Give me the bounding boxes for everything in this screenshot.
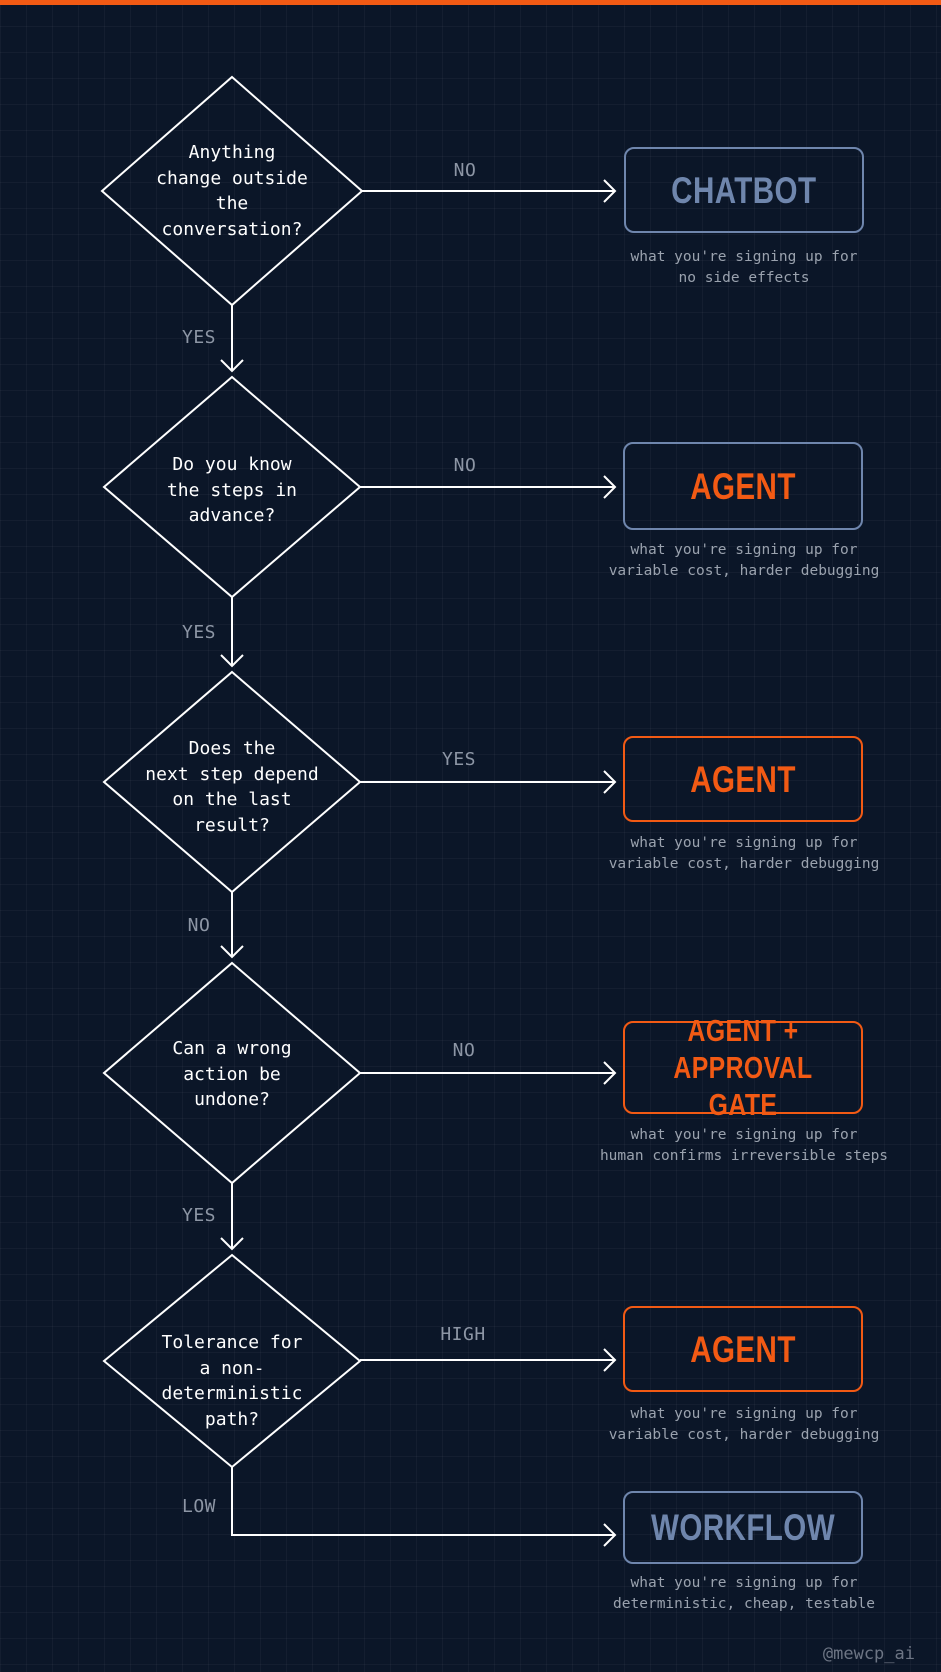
outcome-label-agent-approval-gate: AGENT + APPROVAL GATE [673, 1013, 813, 1122]
caption-title: what you're signing up for [630, 542, 858, 558]
caption-agent-1: what you're signing up for variable cost… [584, 540, 904, 582]
caption-detail: deterministic, cheap, testable [613, 1596, 875, 1612]
caption-detail: variable cost, harder debugging [608, 563, 880, 579]
caption-detail: human confirms irreversible steps [599, 1148, 889, 1164]
caption-title: what you're signing up for [630, 1406, 858, 1422]
watermark: @mewcp_ai [822, 1644, 915, 1664]
down-label-1: YES [181, 327, 216, 348]
down-arrowhead-1 [220, 359, 244, 373]
down-label-2: YES [181, 622, 216, 643]
outcome-box-workflow: WORKFLOW [623, 1491, 863, 1564]
branch-label-4: NO [452, 1040, 476, 1061]
outcome-label-chatbot: CHATBOT [671, 169, 817, 211]
caption-agent-3: what you're signing up for variable cost… [584, 1404, 904, 1446]
branch-label-5: HIGH [440, 1324, 486, 1345]
branch-arrowhead-1 [603, 179, 617, 203]
question-3-text: Does the next step depend on the last re… [145, 738, 319, 836]
caption-detail: variable cost, harder debugging [608, 856, 880, 872]
low-connector [231, 1467, 615, 1536]
outcome-box-agent-3: AGENT [623, 1306, 863, 1392]
branch-arrowhead-3 [603, 770, 617, 794]
question-4-text: Can a wrong action be undone? [172, 1038, 292, 1110]
caption-title: what you're signing up for [630, 1575, 858, 1591]
branch-arrowhead-4 [603, 1061, 617, 1085]
branch-label-6: LOW [181, 1496, 216, 1517]
down-label-3: NO [187, 915, 211, 936]
question-1-text: Anything change outside the conversation… [156, 142, 308, 240]
caption-workflow: what you're signing up for deterministic… [584, 1573, 904, 1615]
outcome-box-chatbot: CHATBOT [624, 147, 864, 233]
outcome-label-agent-2: AGENT [690, 758, 796, 800]
caption-title: what you're signing up for [630, 835, 858, 851]
branch-label-2: NO [453, 455, 477, 476]
caption-chatbot: what you're signing up for no side effec… [584, 247, 904, 289]
branch-label-3: YES [441, 749, 476, 770]
down-label-4: YES [181, 1205, 216, 1226]
question-5-text: Tolerance for a non-deterministic path? [161, 1332, 303, 1430]
caption-agent-approval-gate: what you're signing up for human confirm… [584, 1125, 904, 1167]
outcome-box-agent-1: AGENT [623, 442, 863, 530]
outcome-label-workflow: WORKFLOW [650, 1507, 836, 1548]
outcome-box-agent-approval-gate: AGENT + APPROVAL GATE [623, 1013, 863, 1122]
branch-arrowhead-2 [603, 475, 617, 499]
branch-arrowhead-5 [603, 1348, 617, 1372]
caption-title: what you're signing up for [630, 1127, 858, 1143]
outcome-box-agent-2: AGENT [623, 736, 863, 822]
caption-title: what you're signing up for [630, 249, 858, 265]
question-2-text: Do you know the steps in advance? [166, 454, 298, 526]
caption-agent-2: what you're signing up for variable cost… [584, 833, 904, 875]
down-arrowhead-3 [220, 945, 244, 959]
down-arrowhead-4 [220, 1237, 244, 1251]
branch-label-1: NO [453, 160, 477, 181]
top-accent-bar [0, 0, 941, 5]
low-arrowhead [603, 1523, 617, 1547]
down-arrowhead-2 [220, 654, 244, 668]
caption-detail: no side effects [678, 270, 810, 286]
caption-detail: variable cost, harder debugging [608, 1427, 880, 1443]
outcome-label-agent-1: AGENT [690, 465, 796, 507]
outcome-label-agent-3: AGENT [690, 1328, 796, 1370]
